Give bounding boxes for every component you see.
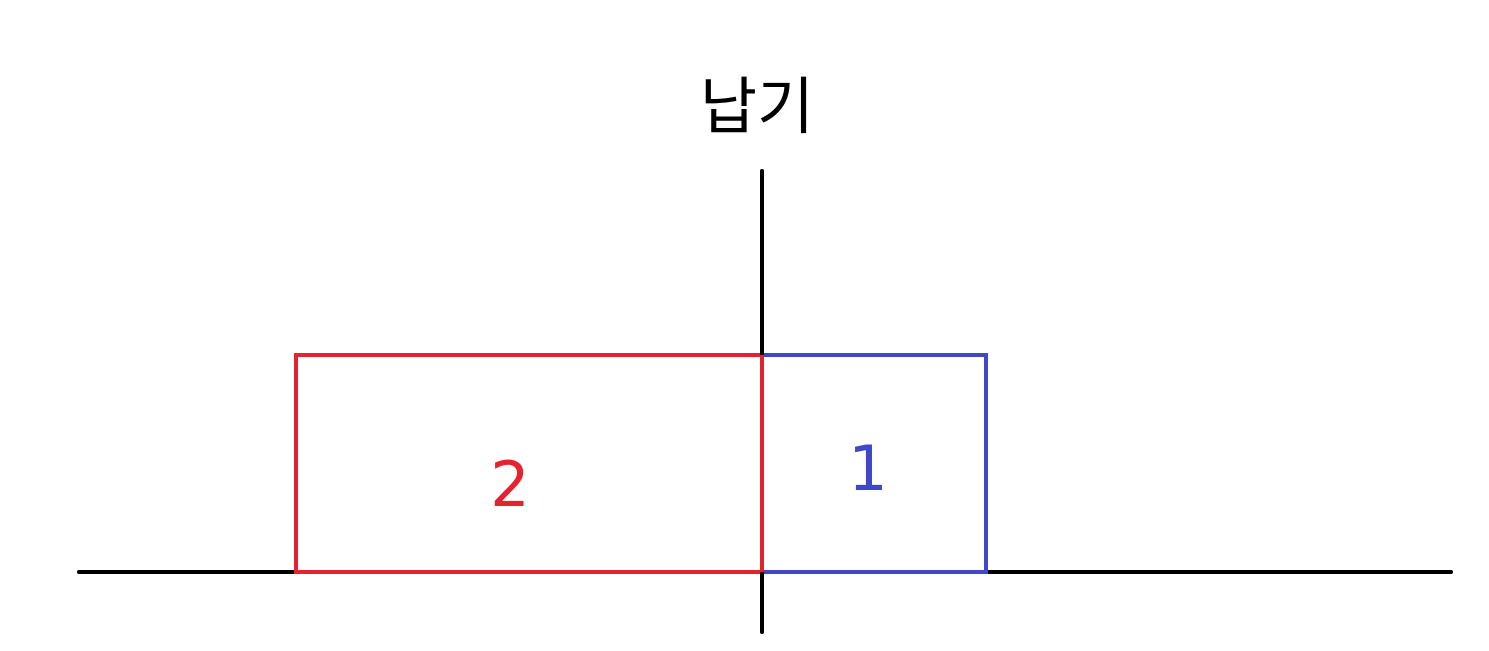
box-1-label: 1 [848,432,887,505]
diagram-title: 납기 [700,70,814,143]
box-2-label: 2 [490,448,529,521]
